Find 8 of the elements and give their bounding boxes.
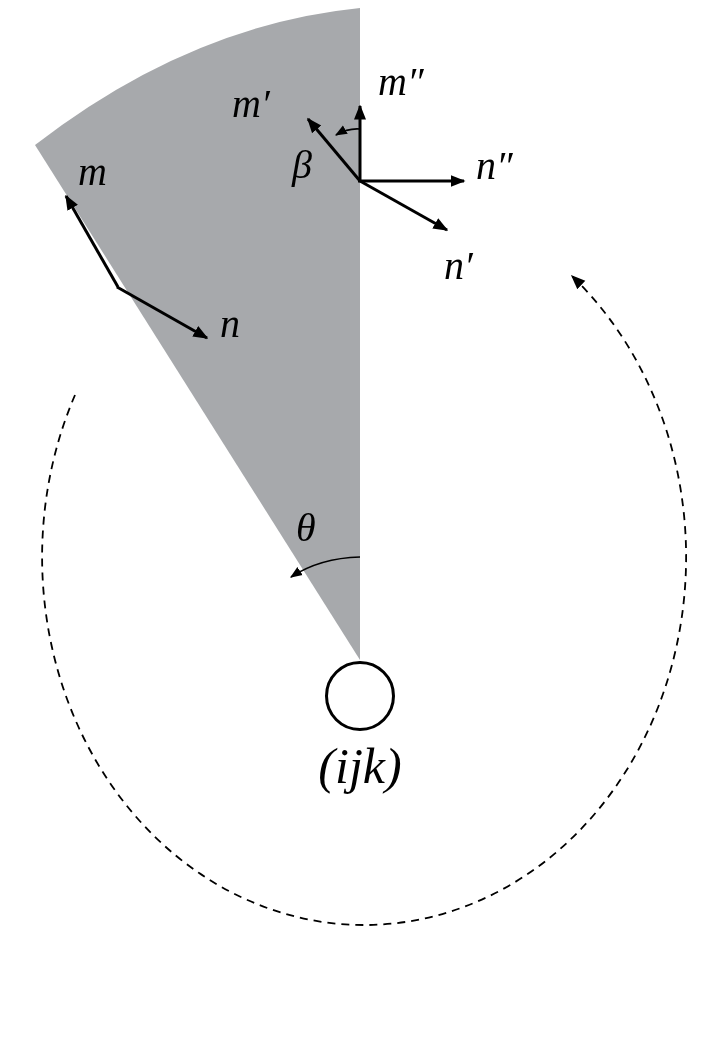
vector-label: m [78, 152, 107, 192]
vector-label: m″ [378, 62, 424, 102]
angle-label: β [292, 145, 312, 185]
vector-label: m′ [232, 84, 270, 124]
vector-label: n′ [444, 246, 473, 286]
vector-label: n [220, 304, 240, 344]
vector-label: n″ [476, 146, 513, 186]
angle-label: θ [296, 508, 316, 548]
